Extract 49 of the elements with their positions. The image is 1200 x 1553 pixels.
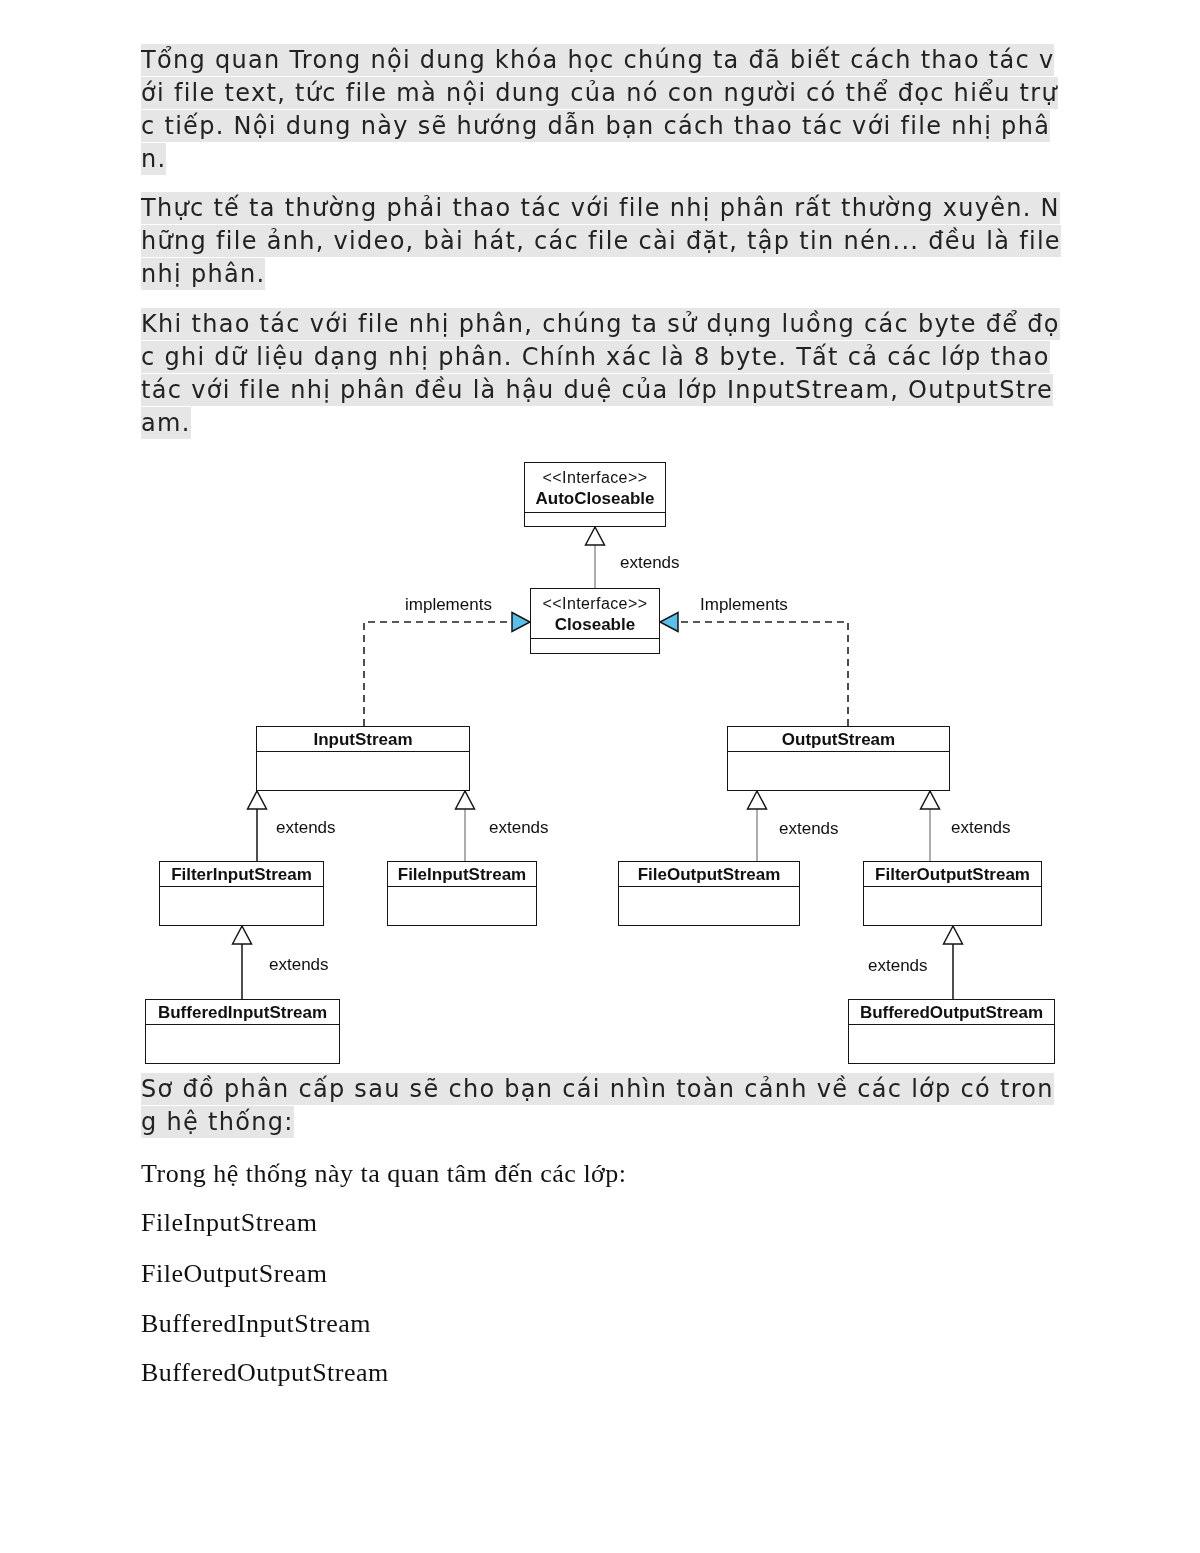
class-name: FileOutputStream xyxy=(637,863,781,885)
generalization-arrow xyxy=(584,526,606,589)
generalization-arrow xyxy=(919,790,941,862)
class-name: InputStream xyxy=(313,728,413,750)
paragraph: Trong hệ thống này ta quan tâm đến các lớp: xyxy=(141,1157,627,1190)
class-box xyxy=(256,726,470,791)
highlighted-paragraph: Sơ đồ phân cấp sau sẽ cho bạn cái nhìn toàn cảnh về các lớp có trong hệ thống: xyxy=(141,1072,1055,1139)
class-name: OutputStream xyxy=(781,728,896,750)
class-box xyxy=(863,861,1042,926)
highlighted-paragraph: Tổng quan Trong nội dung khóa học chúng ta đã biết cách thao tác với file text, tức file mà nội dung của nó con người có thể đọc hiểu trực tiếp. Nội dung này sẽ hướng dẫn bạn cách thao tác với file nhị phân. xyxy=(141,43,1059,176)
class-box xyxy=(618,861,800,926)
edge-label: extends xyxy=(620,553,680,573)
list-item: FileInputStream xyxy=(141,1206,318,1239)
edge-label: extends xyxy=(868,956,928,976)
list-item: FileOutputSream xyxy=(141,1257,328,1290)
stereotype-label: <<Interface>> xyxy=(542,593,648,614)
generalization-arrow xyxy=(246,790,268,862)
class-name: BufferedInputStream xyxy=(157,1001,328,1023)
class-name: Closeable xyxy=(554,613,636,635)
highlighted-paragraph: Thực tế ta thường phải thao tác với file nhị phân rất thường xuyên. Những file ảnh, video, bài hát, các file cài đặt, tập tin nén... đều là file nhị phân. xyxy=(141,191,1062,291)
class-box xyxy=(159,861,324,926)
class-name: FileInputStream xyxy=(397,863,527,885)
highlighted-paragraph: Khi thao tác với file nhị phân, chúng ta sử dụng luồng các byte để đọc ghi dữ liệu dạng nhị phân. Chính xác là 8 byte. Tất cả các lớp thao tác với file nhị phân đều là hậu duệ của lớp InputStream, OutputStream. xyxy=(141,307,1061,440)
generalization-arrow xyxy=(942,925,964,1000)
class-box xyxy=(727,726,950,791)
class-box xyxy=(524,462,666,527)
generalization-arrow xyxy=(231,925,253,1000)
edge-label: extends xyxy=(951,818,1011,838)
class-box xyxy=(848,999,1055,1064)
edge-label: implements xyxy=(405,595,492,615)
realization-arrow xyxy=(659,611,849,727)
edge-label: extends xyxy=(779,819,839,839)
class-name: FilterInputStream xyxy=(171,863,312,885)
list-item: BufferedInputStream xyxy=(141,1307,371,1340)
edge-label: extends xyxy=(269,955,329,975)
realization-arrow xyxy=(363,611,531,727)
class-box xyxy=(145,999,340,1064)
class-box xyxy=(387,861,537,926)
edge-label: extends xyxy=(489,818,549,838)
edge-label: Implements xyxy=(700,595,788,615)
class-name: AutoCloseable xyxy=(535,487,655,509)
list-item: BufferedOutputStream xyxy=(141,1356,389,1389)
class-name: BufferedOutputStream xyxy=(859,1001,1044,1023)
generalization-arrow xyxy=(454,790,476,862)
generalization-arrow xyxy=(746,790,768,862)
class-name: FilterOutputStream xyxy=(875,863,1030,885)
edge-label: extends xyxy=(276,818,336,838)
class-box xyxy=(530,588,660,654)
stereotype-label: <<Interface>> xyxy=(542,467,648,488)
